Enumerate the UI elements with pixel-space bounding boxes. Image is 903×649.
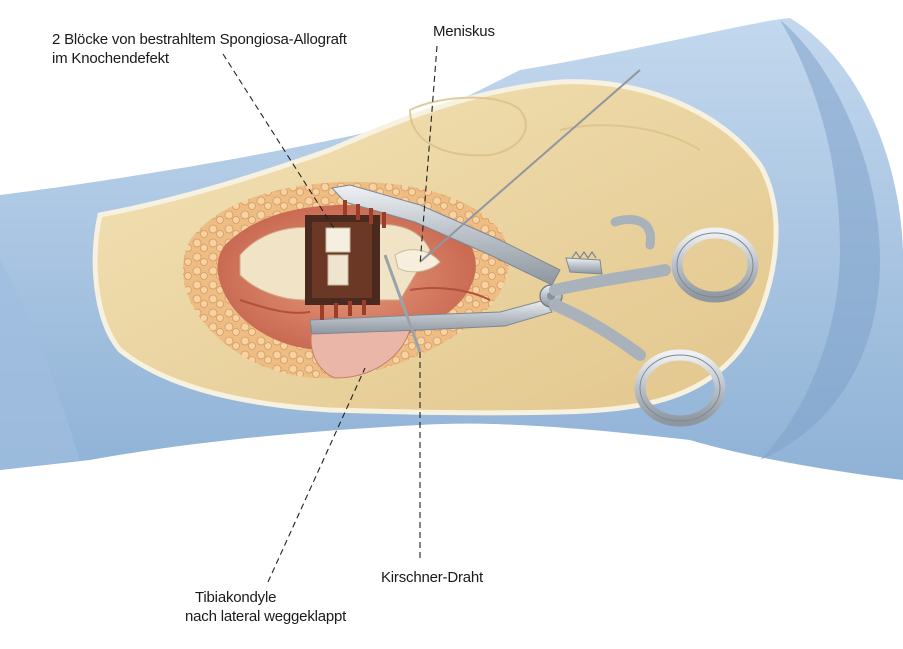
label-meniskus: Meniskus bbox=[433, 22, 495, 41]
label-tibia-line1: Tibiakondyle bbox=[195, 589, 277, 606]
leader-allograft bbox=[222, 53, 336, 231]
leader-lines bbox=[222, 45, 438, 583]
leader-meniskus bbox=[419, 45, 438, 266]
allograft-block-1 bbox=[325, 227, 351, 253]
label-meniskus-text: Meniskus bbox=[433, 23, 495, 40]
leader-tibia bbox=[267, 367, 366, 583]
label-tibia-line2: nach lateral weggeklappt bbox=[185, 608, 347, 625]
retractor bbox=[309, 184, 759, 427]
label-kirschner: Kirschner-Draht bbox=[381, 568, 483, 587]
label-kirschner-text: Kirschner-Draht bbox=[381, 569, 484, 586]
label-allograft-line1: 2 Blöcke von bestrahltem Spongiosa-Allog… bbox=[52, 31, 347, 48]
kirschner-wire bbox=[383, 69, 641, 353]
label-tibia: Tibiakondyle nach lateral weggeklappt bbox=[185, 588, 346, 626]
label-allograft-line2: im Knochendefekt bbox=[52, 50, 169, 67]
allograft-block-2 bbox=[327, 254, 349, 286]
label-allograft: 2 Blöcke von bestrahltem Spongiosa-Allog… bbox=[52, 30, 347, 68]
wound bbox=[183, 181, 509, 379]
